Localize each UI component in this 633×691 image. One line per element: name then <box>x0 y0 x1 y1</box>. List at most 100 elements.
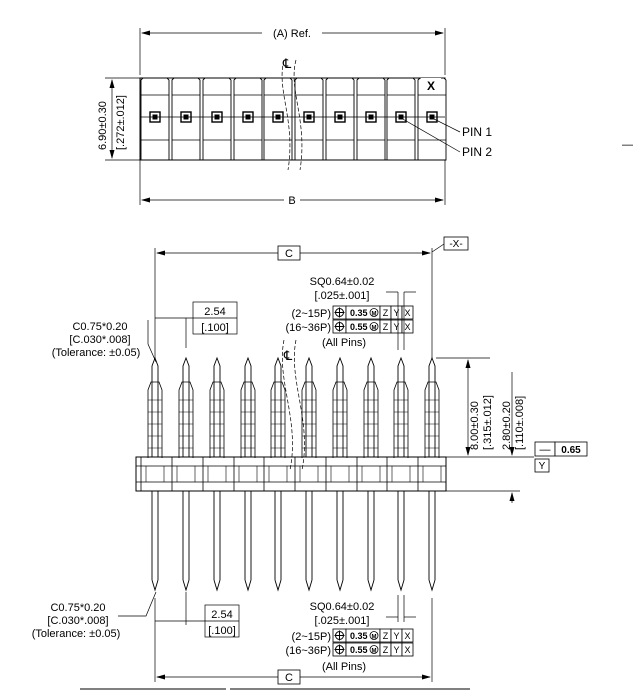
tol-range-1: (16~36P) <box>285 322 331 334</box>
sq-top-in: [.025±.001] <box>315 290 370 302</box>
pitch-bottom-mm: 2.54 <box>211 609 232 621</box>
standoff-mm: 2.80±0.20 <box>501 401 513 450</box>
tol-value-0: 0.35 <box>350 631 368 641</box>
pin-shoulder <box>393 381 409 458</box>
dim-b-label: B <box>288 195 295 207</box>
top-centerline-symbol: ℄ <box>282 56 292 71</box>
mmc-circle <box>369 322 379 331</box>
datum-ref-x: X <box>404 645 410 655</box>
pin-shoulder <box>301 381 317 458</box>
all-pins-top: (All Pins) <box>322 337 366 349</box>
sq-bottom-in: [.025±.001] <box>315 615 370 627</box>
chamfer-top-3: (Tolerance: ±0.05) <box>52 347 141 359</box>
pin-tip-bottom <box>182 579 190 592</box>
pin-tip-top <box>182 356 190 372</box>
mmc-circle <box>369 308 379 317</box>
pin-shoulder <box>270 381 286 458</box>
mmc-circle <box>369 645 379 654</box>
side-dash: — <box>622 139 633 151</box>
flatness-value: 0.65 <box>561 445 581 456</box>
datum-box <box>401 319 414 334</box>
datum-x: -X- <box>449 239 462 250</box>
chamfer-bottom-3: (Tolerance: ±0.05) <box>32 628 121 640</box>
pitch-top-mm: 2.54 <box>204 306 225 318</box>
pitch-top-in: [.100] <box>201 322 229 334</box>
datum-ref-z: Z <box>383 631 389 641</box>
pin-tip-bottom <box>305 579 313 592</box>
tol-value-0: 0.35 <box>350 308 368 318</box>
pin-tip-bottom <box>274 579 282 592</box>
housing-ribs <box>140 457 442 491</box>
pin-tip-bottom <box>244 579 252 592</box>
datum-ref-z: Z <box>383 322 389 332</box>
front-pins <box>151 356 436 592</box>
pin-tip-top <box>274 356 282 372</box>
datum-ref-x: X <box>404 308 410 318</box>
chamfer-top-1: C0.75*0.20 <box>72 321 127 333</box>
pin-tip-top <box>428 356 436 372</box>
pin-one-marker: X <box>427 79 435 93</box>
pin-tip-bottom <box>367 579 375 592</box>
tol-range-0: (2~15P) <box>292 308 331 320</box>
top-view: (A) Ref. B 6.90±0.30 [.272±.012] ℄ X PIN… <box>97 28 492 207</box>
pin-tip-top <box>397 356 405 372</box>
pin-shoulder <box>178 381 194 458</box>
pin-tip-bottom <box>151 579 159 592</box>
pin-tip-top <box>213 356 221 372</box>
pin-shoulder <box>424 381 440 458</box>
pin-shoulder <box>209 381 225 458</box>
datum-ref-y: Y <box>393 645 399 655</box>
pin-tip-bottom <box>336 579 344 592</box>
dim-a-label: (A) Ref. <box>273 28 311 40</box>
height-in: [.272±.012] <box>115 95 127 150</box>
length-in: [.315±.012] <box>482 395 494 450</box>
mmc-modifier: M <box>372 326 377 332</box>
front-view: C -X- ℄ 2.54 [.100] C0.75*0.20 [C.030*.0… <box>32 236 588 690</box>
dim-c-top: C <box>285 248 293 260</box>
datum-ref-y: Y <box>393 322 399 332</box>
datum-ref-z: Z <box>383 308 389 318</box>
datum-ref-x: X <box>404 631 410 641</box>
pin-tip-top <box>336 356 344 372</box>
pin-shoulder <box>240 381 256 458</box>
mmc-modifier: M <box>372 649 377 655</box>
pin-tip-bottom <box>397 579 405 592</box>
datum-ref-y: Y <box>393 308 399 318</box>
chamfer-bottom-2: [C.030*.008] <box>47 615 108 627</box>
pin-tip-bottom <box>213 579 221 592</box>
all-pins-bottom: (All Pins) <box>322 661 366 673</box>
datum-box <box>401 642 414 657</box>
datum-ref-z: Z <box>383 645 389 655</box>
pin-shoulder <box>147 381 163 458</box>
flatness-symbol: — <box>540 444 551 456</box>
mmc-modifier: M <box>372 312 377 318</box>
mmc-modifier: M <box>372 635 377 641</box>
datum-box <box>401 628 414 643</box>
tol-value-1: 0.55 <box>350 645 368 655</box>
length-mm: 8.00±0.30 <box>469 401 481 450</box>
standoff-in: [.110±.008] <box>514 396 526 450</box>
pin-2-label: PIN 2 <box>462 145 492 159</box>
dim-c-bottom: C <box>285 672 293 684</box>
mmc-circle <box>369 631 379 640</box>
pin-tip-top <box>151 356 159 372</box>
housing-cells <box>139 77 447 161</box>
chamfer-top-2: [C.030*.008] <box>69 334 130 346</box>
sq-bottom-mm: SQ0.64±0.02 <box>310 601 375 613</box>
height-mm: 6.90±0.30 <box>97 101 109 150</box>
datum-box <box>401 305 414 320</box>
datum-ref-y: Y <box>393 631 399 641</box>
pin-tip-top <box>305 356 313 372</box>
pin-shoulder <box>332 381 348 458</box>
pin-tip-bottom <box>428 579 436 592</box>
upper-ribs <box>147 381 440 458</box>
pin-shoulder <box>363 381 379 458</box>
datum-ref-x: X <box>404 322 410 332</box>
sq-top-mm: SQ0.64±0.02 <box>310 276 375 288</box>
tol-range-1: (16~36P) <box>285 645 331 657</box>
pin-tip-top <box>244 356 252 372</box>
pitch-bottom-in: [.100] <box>208 625 236 637</box>
front-centerline-symbol: ℄ <box>283 348 293 363</box>
